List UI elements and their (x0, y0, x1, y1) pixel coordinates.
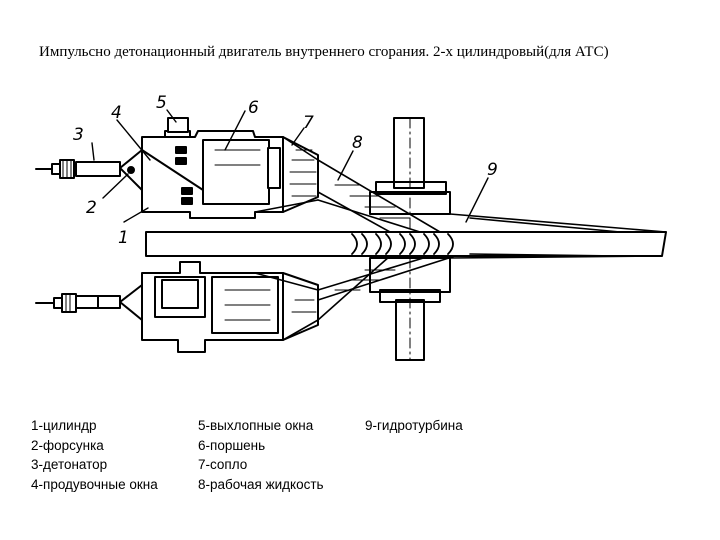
legend-item: 6-поршень (198, 437, 266, 453)
leader-lines (91, 109, 489, 223)
callout-2: 2 (86, 198, 97, 218)
legend-item: 7-сопло (198, 457, 248, 472)
legend-item: 9-гидротурбина (365, 418, 463, 433)
turbine-blades (351, 233, 454, 255)
callout-7: 7 (303, 113, 314, 133)
legend-item: 3-детонатор (31, 457, 108, 472)
callout-6: 6 (248, 98, 259, 118)
callout-1: 1 (118, 228, 129, 248)
working-liquid-hatch (214, 149, 411, 321)
legend-item: 1-цилиндр (31, 418, 97, 433)
diagram-title: Импульсно детонационный двигатель внутре… (39, 44, 609, 60)
callout-4: 4 (111, 103, 122, 123)
callout-3: 3 (73, 125, 84, 145)
legend-item: 8-рабочая жидкость (198, 476, 324, 492)
legend-item: 5-выхлопные окна (198, 418, 314, 433)
legend-column-1: 1-цилиндр 2-форсунка 3-детонатор 4-проду… (31, 416, 158, 494)
lower-cylinder (35, 261, 319, 353)
legend-item: 2-форсунка (31, 437, 104, 453)
callout-8: 8 (352, 133, 363, 153)
callout-5: 5 (156, 93, 167, 113)
legend-column-3: 9-гидротурбина (365, 416, 463, 436)
callout-9: 9 (487, 160, 498, 180)
main-shaft (145, 231, 667, 257)
legend-column-2: 5-выхлопные окна 6-поршень 7-сопло 8-раб… (198, 416, 324, 494)
upper-cylinder (35, 117, 319, 219)
legend-item: 4-продувочные окна (31, 476, 158, 492)
